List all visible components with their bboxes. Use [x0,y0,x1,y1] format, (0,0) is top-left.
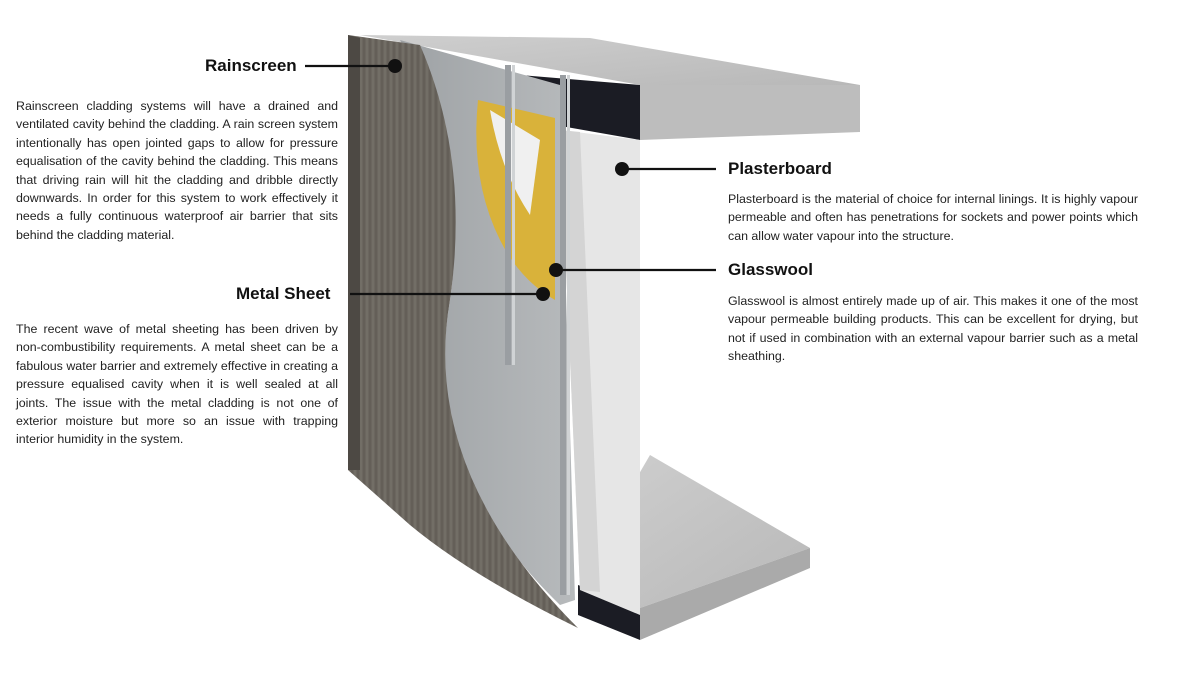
metal-sheet-description: The recent wave of metal sheeting has be… [16,322,338,447]
metal-sheet-marker [536,287,550,301]
plasterboard-marker [615,162,629,176]
glasswool-title: Glasswool [728,260,814,279]
rainscreen-title: Rainscreen [205,56,297,75]
rainscreen-description: Rainscreen cladding systems will have a … [16,99,338,242]
rainscreen-cladding [348,35,578,628]
glasswool-marker [549,263,563,277]
plasterboard-description: Plasterboard is the material of choice f… [728,192,1138,243]
metal-sheet-title: Metal Sheet [236,284,331,303]
plasterboard-title: Plasterboard [728,159,832,178]
glasswool-description: Glasswool is almost entirely made up of … [728,294,1138,364]
metal-studs [505,65,570,595]
rainscreen-marker [388,59,402,73]
